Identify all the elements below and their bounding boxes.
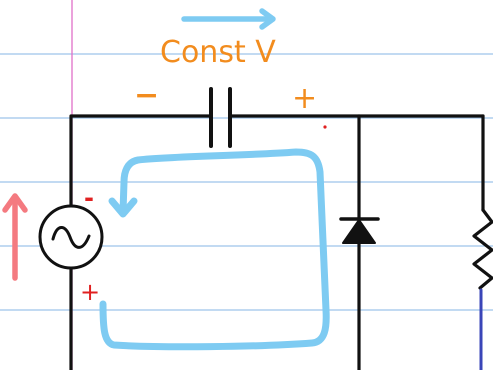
annotation-dot xyxy=(323,125,327,129)
ac-source-icon xyxy=(38,204,104,270)
resistor-icon xyxy=(472,208,493,370)
emf-direction-arrow xyxy=(2,193,28,281)
source-negative-label: - xyxy=(84,184,94,212)
top-wire-left xyxy=(69,114,213,207)
current-loop-arrow xyxy=(99,148,330,351)
caption-label: Const V xyxy=(160,35,276,70)
capacitor-negative-label: − xyxy=(134,78,159,113)
capacitor-icon xyxy=(209,87,232,148)
diode-icon xyxy=(339,217,380,244)
source-positive-label: + xyxy=(80,278,100,306)
circuit-wires xyxy=(69,114,485,370)
voltage-direction-arrow xyxy=(181,8,276,30)
capacitor-positive-label: + xyxy=(292,81,317,116)
